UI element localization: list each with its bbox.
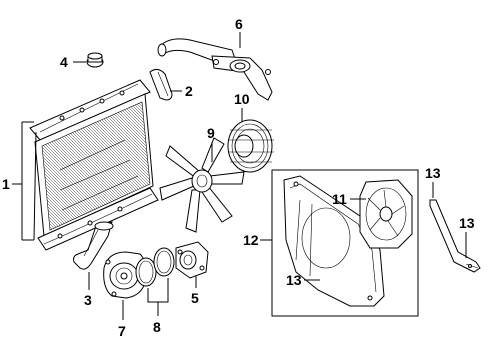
callout-9: 9 (207, 125, 215, 162)
callout-4: 4 (60, 54, 86, 70)
callout-4-label: 4 (60, 54, 68, 70)
fan-shroud-icon (283, 175, 385, 307)
water-outlet-pipe-icon (157, 38, 273, 101)
callout-1-label: 1 (2, 176, 10, 192)
callout-10: 10 (234, 91, 250, 122)
lower-hose-icon (73, 221, 114, 270)
callout-8-label: 8 (153, 319, 161, 335)
callout-2: 2 (170, 83, 193, 99)
callout-6-label: 6 (235, 16, 243, 32)
callout-3-label: 3 (84, 292, 92, 308)
radiator-icon (29, 79, 159, 251)
callout-13-bracket-top: 13 (425, 165, 441, 198)
callout-8: 8 (147, 278, 169, 335)
fan-blade-icon (159, 137, 245, 233)
callout-2-label: 2 (185, 83, 193, 99)
callout-11: 11 (332, 191, 366, 207)
callout-7: 7 (118, 300, 126, 339)
radiator-cap-icon (86, 52, 104, 68)
callout-13-shroud: 13 (286, 272, 320, 288)
callout-7-label: 7 (118, 323, 126, 339)
callout-9-label: 9 (207, 125, 215, 141)
callout-1: 1 (2, 121, 34, 241)
callout-13-shroud-label: 13 (286, 272, 302, 288)
callout-13-bracket-bottom: 13 (459, 215, 475, 258)
thermostat-housing-icon (175, 241, 209, 279)
upper-hose-icon (149, 68, 173, 101)
callout-5: 5 (191, 276, 199, 306)
electric-fan-icon (359, 179, 413, 249)
water-pump-icon (103, 251, 147, 299)
gasket-icon (135, 247, 175, 287)
bracket-icon (429, 199, 481, 273)
callout-13-bracket-bottom-label: 13 (459, 215, 475, 231)
callout-6: 6 (235, 16, 243, 48)
callout-12: 12 (243, 232, 272, 248)
callout-11-label: 11 (332, 191, 347, 207)
callout-13-bracket-top-label: 13 (425, 165, 441, 181)
callout-3: 3 (84, 272, 92, 308)
fan-clutch-icon (227, 119, 274, 173)
callout-12-label: 12 (243, 232, 259, 248)
callout-5-label: 5 (191, 290, 199, 306)
fan-shroud-frame (271, 169, 419, 317)
callout-10-label: 10 (234, 91, 250, 107)
